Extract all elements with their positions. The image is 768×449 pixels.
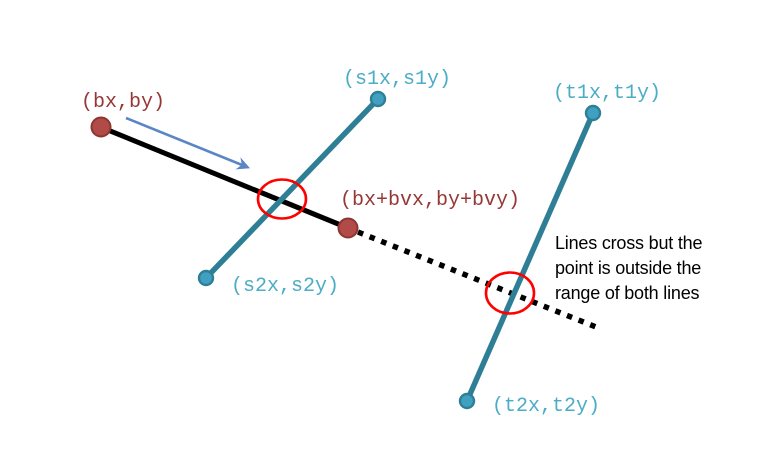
- label-t1: (t1x,t1y): [553, 82, 661, 105]
- label-s1: (s1x,s1y): [343, 68, 451, 91]
- annotation-line-3: range of both lines: [555, 283, 700, 303]
- label-b-start: (bx,by): [81, 91, 165, 114]
- point-s1: [369, 90, 387, 108]
- annotation-line-1: Lines cross but the: [555, 233, 702, 253]
- point-b-start: [90, 116, 112, 138]
- label-b-end: (bx+bvx,by+bvy): [340, 189, 520, 212]
- label-s2: (s2x,s2y): [231, 275, 339, 298]
- label-t2: (t2x,t2y): [492, 395, 600, 418]
- direction-arrow: [125, 116, 251, 170]
- point-t1: [584, 104, 602, 122]
- point-b-end: [337, 217, 359, 239]
- intersection-highlight-t: [484, 271, 536, 315]
- segment-s: [203, 96, 381, 281]
- point-s2: [197, 269, 215, 287]
- intersection-highlight-s: [256, 178, 308, 220]
- annotation-line-2: point is outside the: [555, 258, 701, 278]
- point-t2: [458, 392, 476, 410]
- segment-b-solid: [102, 125, 349, 231]
- segment-t: [464, 110, 596, 404]
